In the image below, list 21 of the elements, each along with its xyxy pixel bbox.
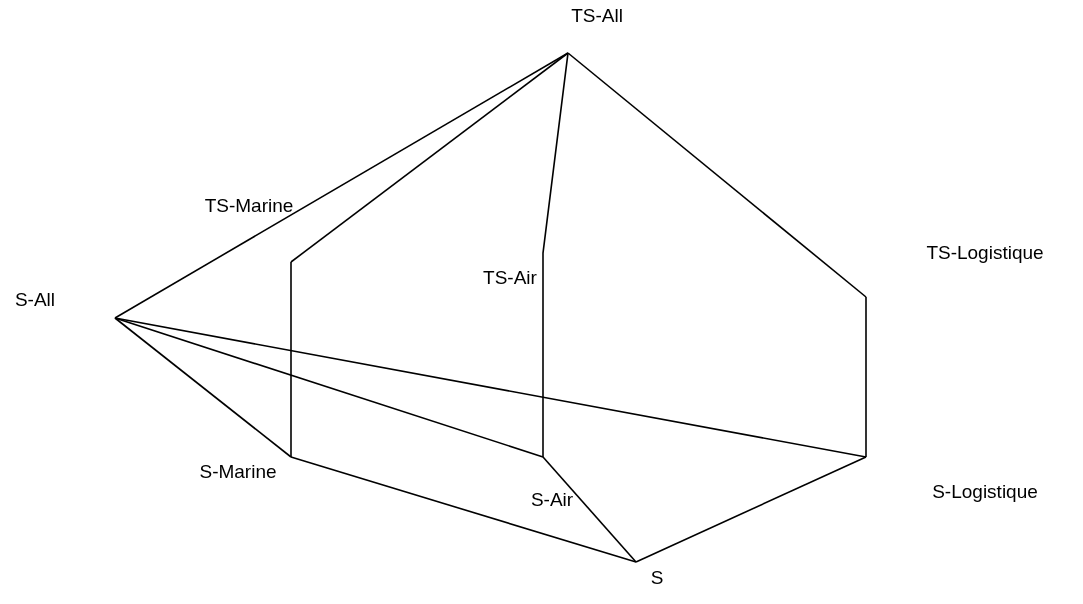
vertex-label: TS-Logistique (926, 242, 1044, 264)
connector-line (290, 52, 569, 263)
connector-line (542, 252, 544, 458)
vertex-label: S-Logistique (932, 481, 1038, 503)
connector-line (114, 317, 292, 458)
connector-line (542, 52, 569, 254)
vertex-label: S-All (14, 289, 56, 311)
connector-line (114, 317, 544, 458)
connector-line (290, 456, 637, 563)
connector-line (114, 317, 867, 458)
vertex-label: S-Air (530, 489, 574, 511)
connector-line (865, 296, 867, 458)
connector-line (567, 52, 867, 298)
vertex-label: TS-Marine (204, 195, 294, 217)
vertex-label: S-Marine (199, 461, 277, 483)
connector-line (542, 456, 637, 563)
vertex-label: TS-All (571, 5, 623, 27)
connector-line (635, 456, 867, 563)
vertex-label: TS-Air (483, 267, 537, 289)
vertex-label: S (650, 567, 664, 589)
connector-line (290, 261, 292, 458)
